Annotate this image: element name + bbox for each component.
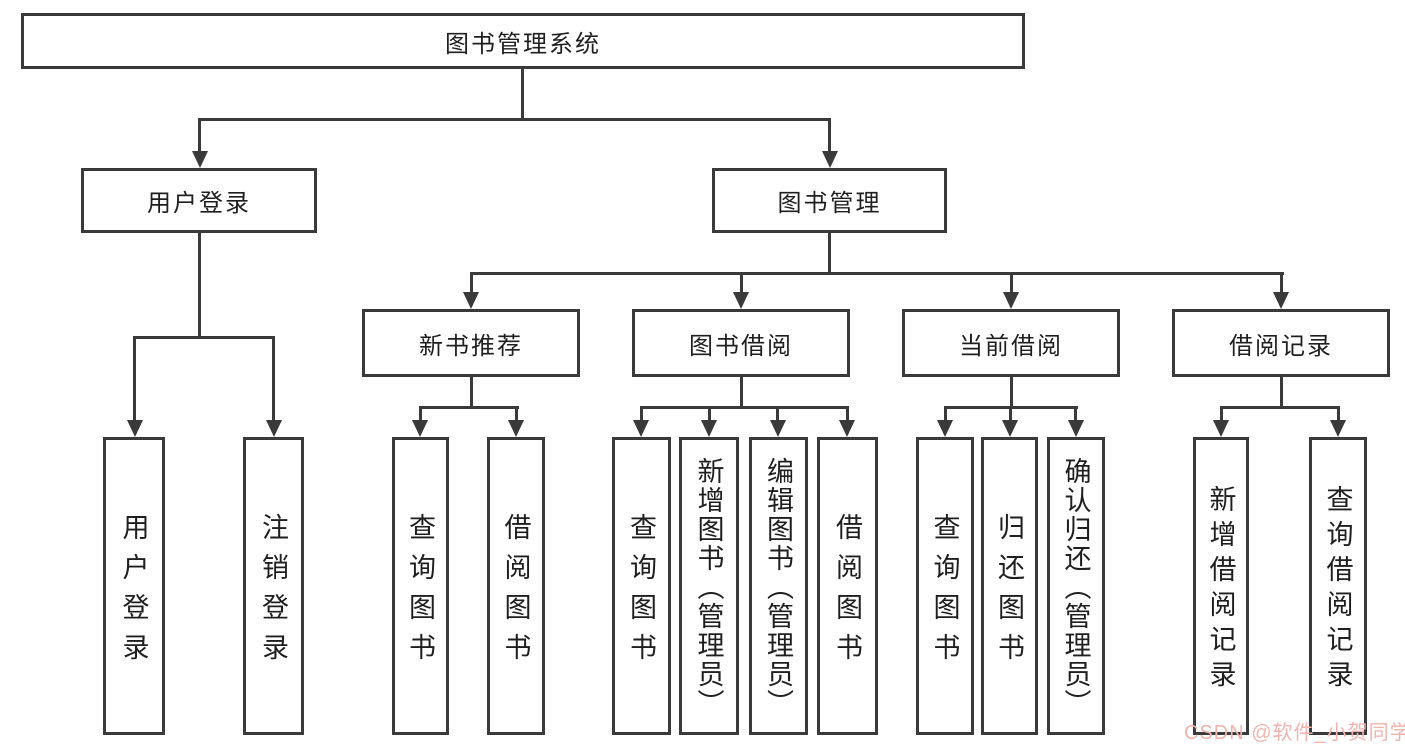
- arrow-down-icon: [1330, 420, 1346, 437]
- arrow-down-icon: [463, 292, 479, 309]
- csdn-watermark: CSDN @软件_小贺同学: [1184, 722, 1405, 744]
- arrow-down-icon: [1213, 420, 1229, 437]
- arrow-down-icon: [937, 420, 953, 437]
- arrow-down-icon: [770, 420, 786, 437]
- arrow-down-icon: [1002, 420, 1018, 437]
- connector-line: [1220, 406, 1340, 409]
- node-book-management: 图书管理: [712, 168, 947, 233]
- leaf-borrow-books: 借阅图书: [817, 437, 878, 735]
- connector-line: [133, 336, 275, 339]
- leaf-user-login: 用户登录: [103, 437, 165, 735]
- leaf-add-books-admin: 新增图书（管理员）: [679, 437, 739, 735]
- leaf-confirm-return-admin: 确认归还（管理员）: [1047, 437, 1105, 735]
- leaf-add-borrow-record: 新增借阅记录: [1193, 437, 1249, 735]
- node-user-login: 用户登录: [81, 168, 317, 233]
- node-book-borrowing: 图书借阅: [632, 309, 850, 377]
- arrow-down-icon: [701, 420, 717, 437]
- connector-line: [198, 233, 201, 339]
- connector-line: [828, 118, 831, 154]
- connector-line: [133, 336, 136, 424]
- leaf-query-books-recommend: 查询图书: [392, 437, 449, 735]
- arrow-down-icon: [412, 420, 428, 437]
- leaf-borrow-books-recommend: 借阅图书: [487, 437, 545, 735]
- arrow-down-icon: [192, 151, 208, 168]
- node-current-borrowing-label: 当前借阅: [959, 332, 1063, 360]
- node-book-borrowing-label: 图书借阅: [689, 332, 793, 360]
- leaf-logout: 注销登录: [243, 437, 304, 735]
- leaf-query-borrow-record: 查询借阅记录: [1309, 437, 1367, 735]
- arrow-down-icon: [127, 420, 143, 437]
- connector-line: [1337, 406, 1340, 423]
- connector-line: [419, 406, 422, 423]
- node-borrowing-records-label: 借阅记录: [1229, 332, 1333, 360]
- connector-line: [1010, 272, 1013, 296]
- arrow-down-icon: [1068, 420, 1084, 437]
- connector-line: [272, 336, 275, 424]
- connector-line: [1280, 377, 1283, 409]
- leaf-return-books: 归还图书: [981, 437, 1038, 735]
- connector-line: [740, 377, 743, 409]
- arrow-down-icon: [1003, 292, 1019, 309]
- connector-line: [198, 118, 201, 154]
- connector-line: [776, 406, 779, 423]
- node-library-system: 图书管理系统: [21, 13, 1025, 69]
- arrow-down-icon: [266, 420, 282, 437]
- arrow-down-icon: [1273, 292, 1289, 309]
- arrow-down-icon: [508, 420, 524, 437]
- node-book-management-label: 图书管理: [777, 190, 882, 217]
- node-user-login-label: 用户登录: [147, 190, 251, 217]
- arrow-down-icon: [822, 151, 838, 168]
- connector-line: [846, 406, 849, 423]
- connector-line: [470, 272, 473, 296]
- connector-line: [470, 272, 1284, 275]
- leaf-edit-books-admin: 编辑图书（管理员）: [749, 437, 808, 735]
- node-new-book-recommendation: 新书推荐: [362, 309, 580, 377]
- connector-line: [1220, 406, 1223, 423]
- connector-line: [944, 406, 947, 423]
- node-borrowing-records: 借阅记录: [1172, 309, 1390, 377]
- connector-line: [470, 377, 473, 409]
- connector-line: [828, 233, 831, 275]
- connector-line: [198, 118, 831, 121]
- arrow-down-icon: [733, 292, 749, 309]
- connector-line: [419, 406, 519, 409]
- arrow-down-icon: [839, 420, 855, 437]
- connector-line: [521, 68, 524, 120]
- connector-line: [1074, 406, 1077, 423]
- connector-line: [640, 406, 849, 409]
- connector-line: [515, 406, 518, 423]
- connector-line: [740, 272, 743, 296]
- node-current-borrowing: 当前借阅: [902, 309, 1120, 377]
- connector-line: [640, 406, 643, 423]
- connector-line: [1009, 406, 1012, 423]
- connector-line: [708, 406, 711, 423]
- leaf-query-books-current: 查询图书: [916, 437, 974, 735]
- arrow-down-icon: [633, 420, 649, 437]
- node-new-book-recommendation-label: 新书推荐: [419, 332, 523, 360]
- connector-line: [1010, 377, 1013, 409]
- connector-line: [1280, 272, 1283, 296]
- leaf-query-books-borrowing: 查询图书: [612, 437, 671, 735]
- node-library-system-label: 图书管理系统: [445, 30, 601, 58]
